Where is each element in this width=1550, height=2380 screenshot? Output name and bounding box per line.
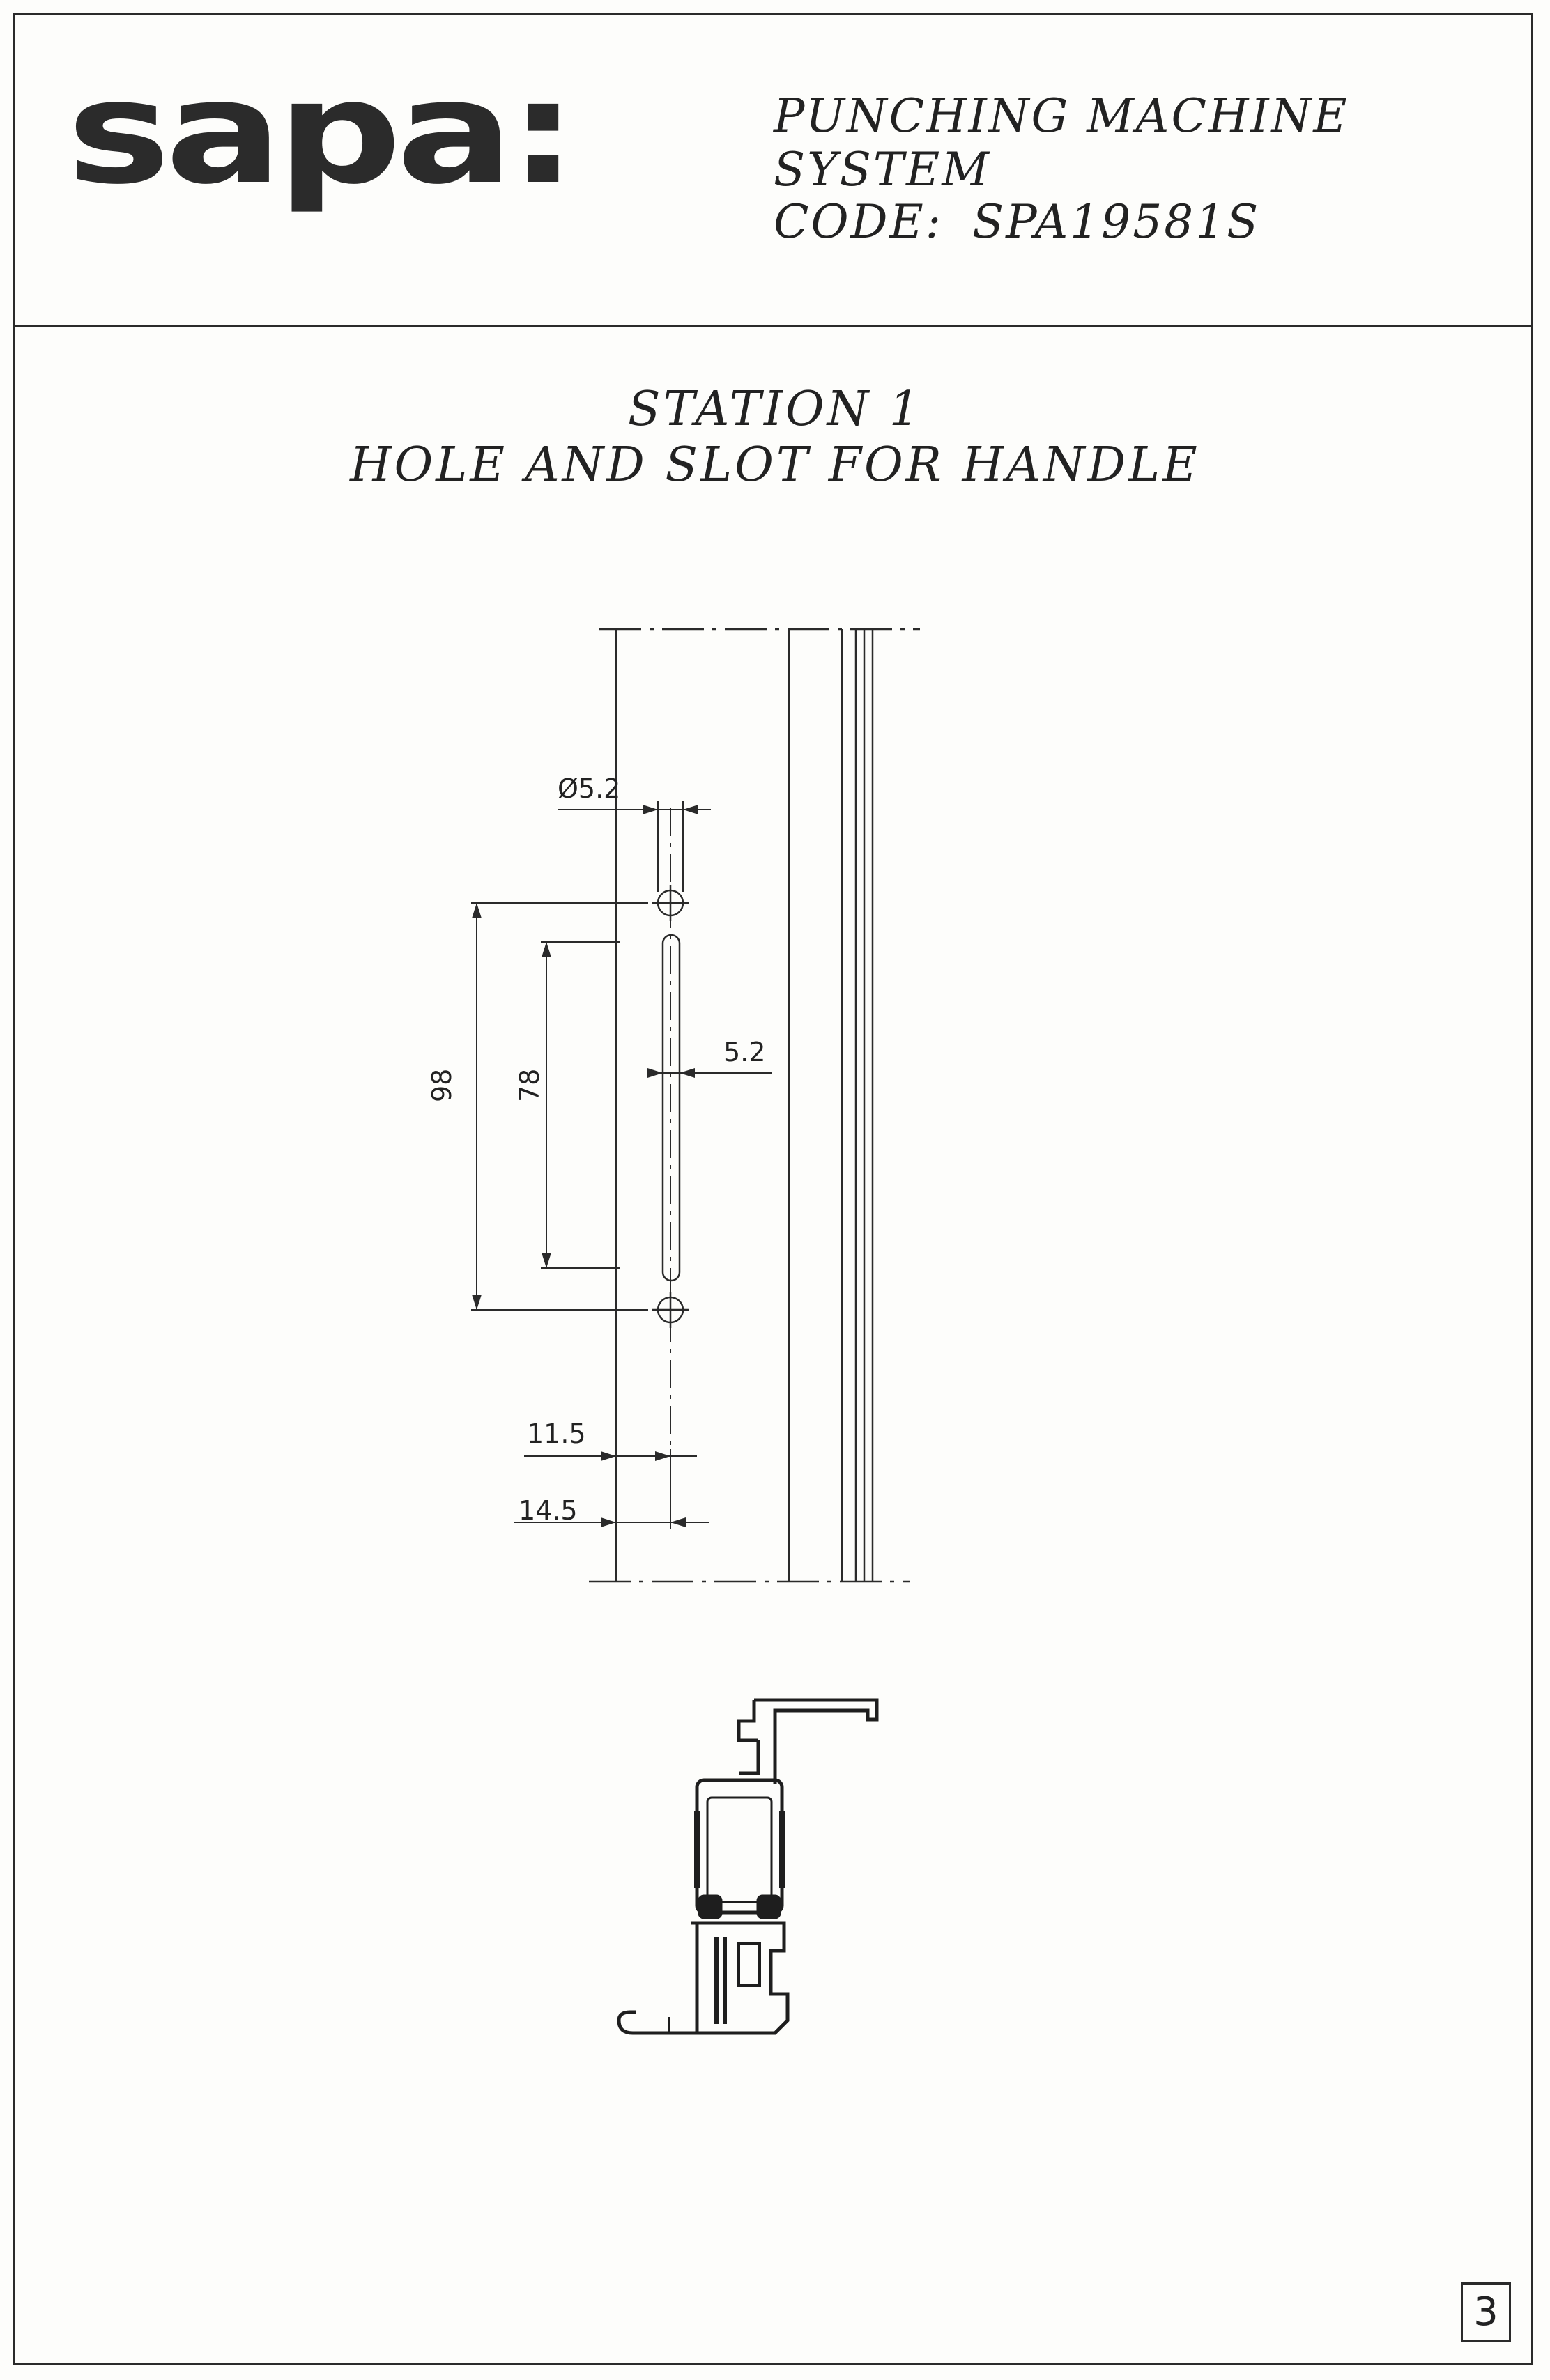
station-title: STATION 1: [628, 382, 922, 437]
hole-diameter-label: Ø5.2: [558, 773, 621, 804]
drawing-sheet-border: [13, 13, 1533, 2365]
profile-cross-section: [617, 1698, 879, 2035]
slot-length-label: 78: [514, 1068, 545, 1102]
page-number: 3: [1461, 2282, 1511, 2342]
offset-outer-label: 14.5: [519, 1495, 578, 1526]
code-value: SPA19581S: [972, 195, 1261, 249]
slot-width-label: 5.2: [723, 1037, 766, 1067]
operation-title: HOLE AND SLOT FOR HANDLE: [350, 438, 1200, 493]
code-label: CODE:: [774, 195, 943, 249]
sapa-logo: sapa:: [67, 49, 578, 216]
system-title: PUNCHING MACHINE SYSTEM: [774, 89, 1349, 196]
header-divider: [13, 325, 1533, 327]
handle-slot: [661, 934, 681, 1282]
offset-inner-label: 11.5: [527, 1419, 586, 1449]
lower-hole: [652, 1292, 689, 1328]
dimension-arrows: [472, 805, 698, 1527]
upper-hole: [652, 885, 689, 921]
hole-spacing-label: 98: [427, 1068, 457, 1102]
